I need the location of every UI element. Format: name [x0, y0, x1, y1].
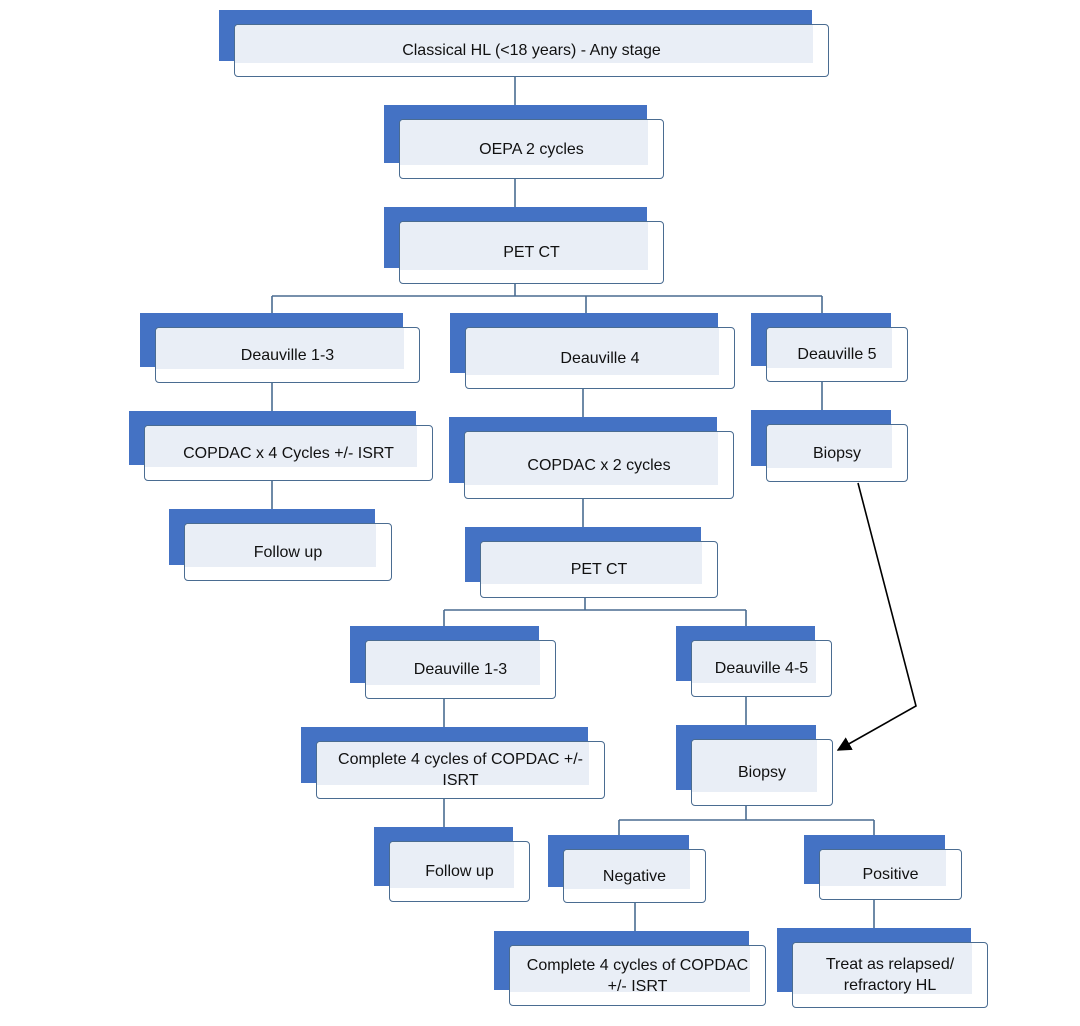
connector-petct2-split	[443, 598, 747, 626]
node-petct1: PET CT	[384, 207, 664, 284]
node-treat-relapsed: Treat as relapsed/ refractory HL	[777, 928, 988, 1008]
node-positive: Positive	[804, 835, 962, 900]
node-petct2: PET CT	[465, 527, 718, 598]
node-copdac-2: COPDAC x 2 cycles	[449, 417, 734, 499]
node-deauville-4-5: Deauville 4-5	[676, 626, 832, 697]
node-biopsy-b-label: Biopsy	[737, 764, 787, 781]
node-positive-label: Positive	[862, 866, 919, 883]
node-treat-relapsed-label: Treat as relapsed/ refractory HL	[825, 956, 955, 994]
node-complete-copdac-a: Complete 4 cycles of COPDAC +/- ISRT	[301, 727, 605, 799]
node-root: Classical HL (<18 years) - Any stage	[219, 10, 829, 77]
node-copdac-4: COPDAC x 4 Cycles +/- ISRT	[129, 411, 433, 481]
connector-biopsyb-split	[618, 806, 875, 835]
connector-petct1-split	[271, 284, 823, 313]
node-biopsy-a-label: Biopsy	[812, 444, 862, 462]
arrow-biopsy-to-biopsy	[836, 482, 917, 751]
node-deauville-1-3-a-label: Deauville 1-3	[240, 346, 335, 364]
node-biopsy-b: Biopsy	[676, 725, 833, 806]
node-oepa-label: OEPA 2 cycles	[479, 140, 584, 158]
node-follow-up-b-label: Follow up	[425, 863, 494, 880]
node-follow-up-a: Follow up	[169, 509, 392, 581]
node-deauville-4-5-label: Deauville 4-5	[714, 660, 809, 677]
node-petct2-label: PET CT	[570, 561, 628, 578]
node-complete-copdac-a-label: Complete 4 cycles of COPDAC +/- ISRT	[338, 751, 583, 789]
node-negative-label: Negative	[602, 867, 667, 885]
node-deauville-5: Deauville 5	[751, 313, 908, 382]
node-biopsy-a: Biopsy	[751, 410, 908, 482]
node-deauville-1-3-b-label: Deauville 1-3	[413, 661, 508, 678]
node-copdac-2-label: COPDAC x 2 cycles	[527, 456, 671, 474]
node-follow-up-b: Follow up	[374, 827, 530, 902]
node-deauville-1-3-a: Deauville 1-3	[140, 313, 420, 383]
node-deauville-1-3-b: Deauville 1-3	[350, 626, 556, 699]
node-deauville-4: Deauville 4	[450, 313, 735, 389]
node-negative: Negative	[548, 835, 706, 903]
node-complete-copdac-b-label: Complete 4 cycles of COPDAC +/- ISRT	[526, 956, 749, 995]
node-deauville-5-label: Deauville 5	[797, 346, 877, 363]
node-complete-copdac-b: Complete 4 cycles of COPDAC +/- ISRT	[494, 931, 766, 1006]
node-root-label: Classical HL (<18 years) - Any stage	[402, 42, 661, 59]
node-follow-up-a-label: Follow up	[253, 543, 323, 561]
node-copdac-4-label: COPDAC x 4 Cycles +/- ISRT	[183, 444, 394, 462]
node-deauville-4-label: Deauville 4	[560, 349, 640, 367]
node-petct1-label: PET CT	[503, 244, 560, 261]
node-oepa: OEPA 2 cycles	[384, 105, 664, 179]
